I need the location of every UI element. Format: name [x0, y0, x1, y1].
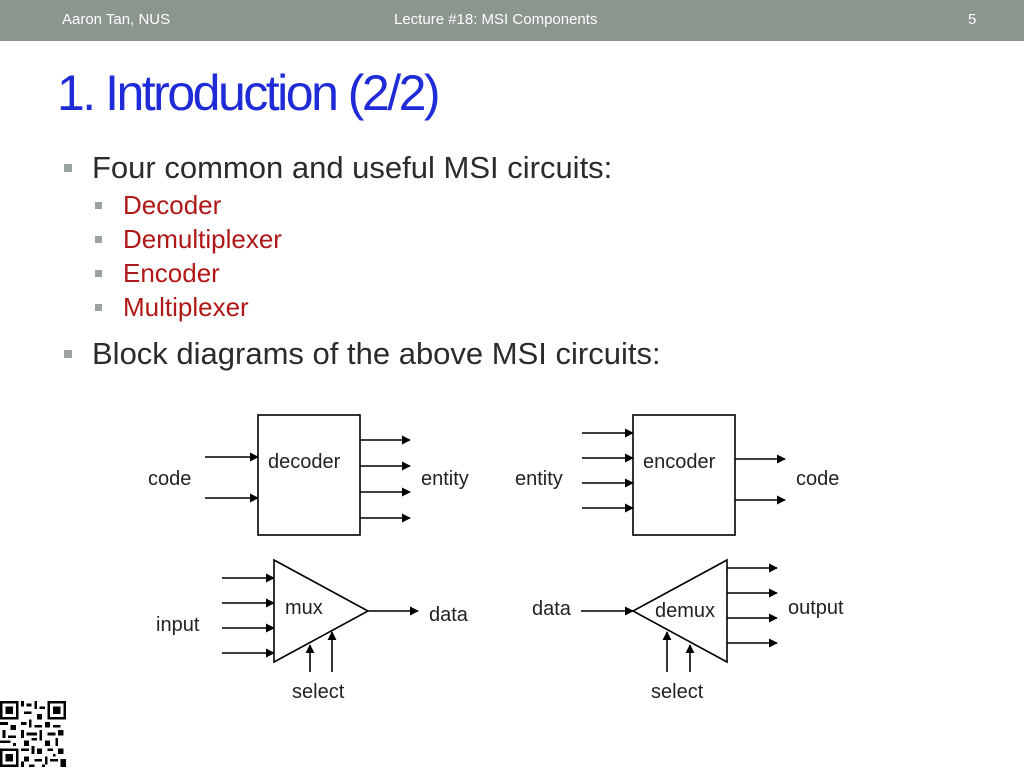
demux-output-label: output [788, 597, 844, 619]
bullet-marker [95, 270, 102, 277]
decoder-label: decoder [268, 451, 341, 473]
circuit-name: Demultiplexer [123, 224, 282, 254]
sub-bullet-encoder: Encoder [95, 258, 220, 289]
mux-label: mux [285, 597, 323, 619]
bullet-block-diagrams-text: Block diagrams of the above MSI circuits… [92, 336, 661, 371]
encoder-input-label: entity [515, 468, 563, 490]
circuit-name: Encoder [123, 258, 220, 288]
demux-block [631, 558, 728, 664]
decoder-diagram: decoder code entity [148, 414, 469, 536]
bullet-marker [95, 304, 102, 311]
decoder-output-label: entity [421, 468, 469, 490]
slide-header: Aaron Tan, NUS Lecture #18: MSI Componen… [0, 0, 1024, 41]
decoder-input-label: code [148, 468, 191, 490]
encoder-output-label: code [796, 468, 839, 490]
circuit-name: Decoder [123, 190, 222, 220]
mux-block [273, 558, 370, 664]
circuit-name: Multiplexer [123, 292, 249, 322]
bullet-marker [64, 350, 72, 358]
bullet-intro: Four common and useful MSI circuits: [64, 150, 612, 186]
demux-select-label: select [651, 681, 704, 703]
encoder-block [632, 414, 736, 536]
demux-input-label: data [532, 598, 572, 620]
mux-input-label: input [156, 614, 200, 636]
bullet-block-diagrams: Block diagrams of the above MSI circuits… [64, 336, 661, 372]
header-lecture: Lecture #18: MSI Components [394, 11, 598, 28]
bullet-marker [95, 202, 102, 209]
mux-select-label: select [292, 681, 345, 703]
bullet-marker [95, 236, 102, 243]
bullet-marker [64, 164, 72, 172]
sub-bullet-multiplexer: Multiplexer [95, 292, 249, 323]
demux-diagram: demux data output select [532, 558, 844, 703]
header-author: Aaron Tan, NUS [62, 11, 171, 28]
encoder-diagram: encoder entity code [515, 414, 839, 536]
sub-bullet-demultiplexer: Demultiplexer [95, 224, 282, 255]
header-page-number: 5 [968, 11, 977, 28]
encoder-label: encoder [643, 451, 716, 473]
mux-diagram: mux input data select [156, 558, 469, 703]
slide-title: 1. Introduction (2/2) [57, 65, 441, 121]
qr-code-icon [0, 701, 66, 767]
mux-output-label: data [429, 604, 469, 626]
demux-label: demux [655, 600, 715, 622]
decoder-block [257, 414, 361, 536]
bullet-intro-text: Four common and useful MSI circuits: [92, 150, 613, 185]
sub-bullet-decoder: Decoder [95, 190, 221, 221]
